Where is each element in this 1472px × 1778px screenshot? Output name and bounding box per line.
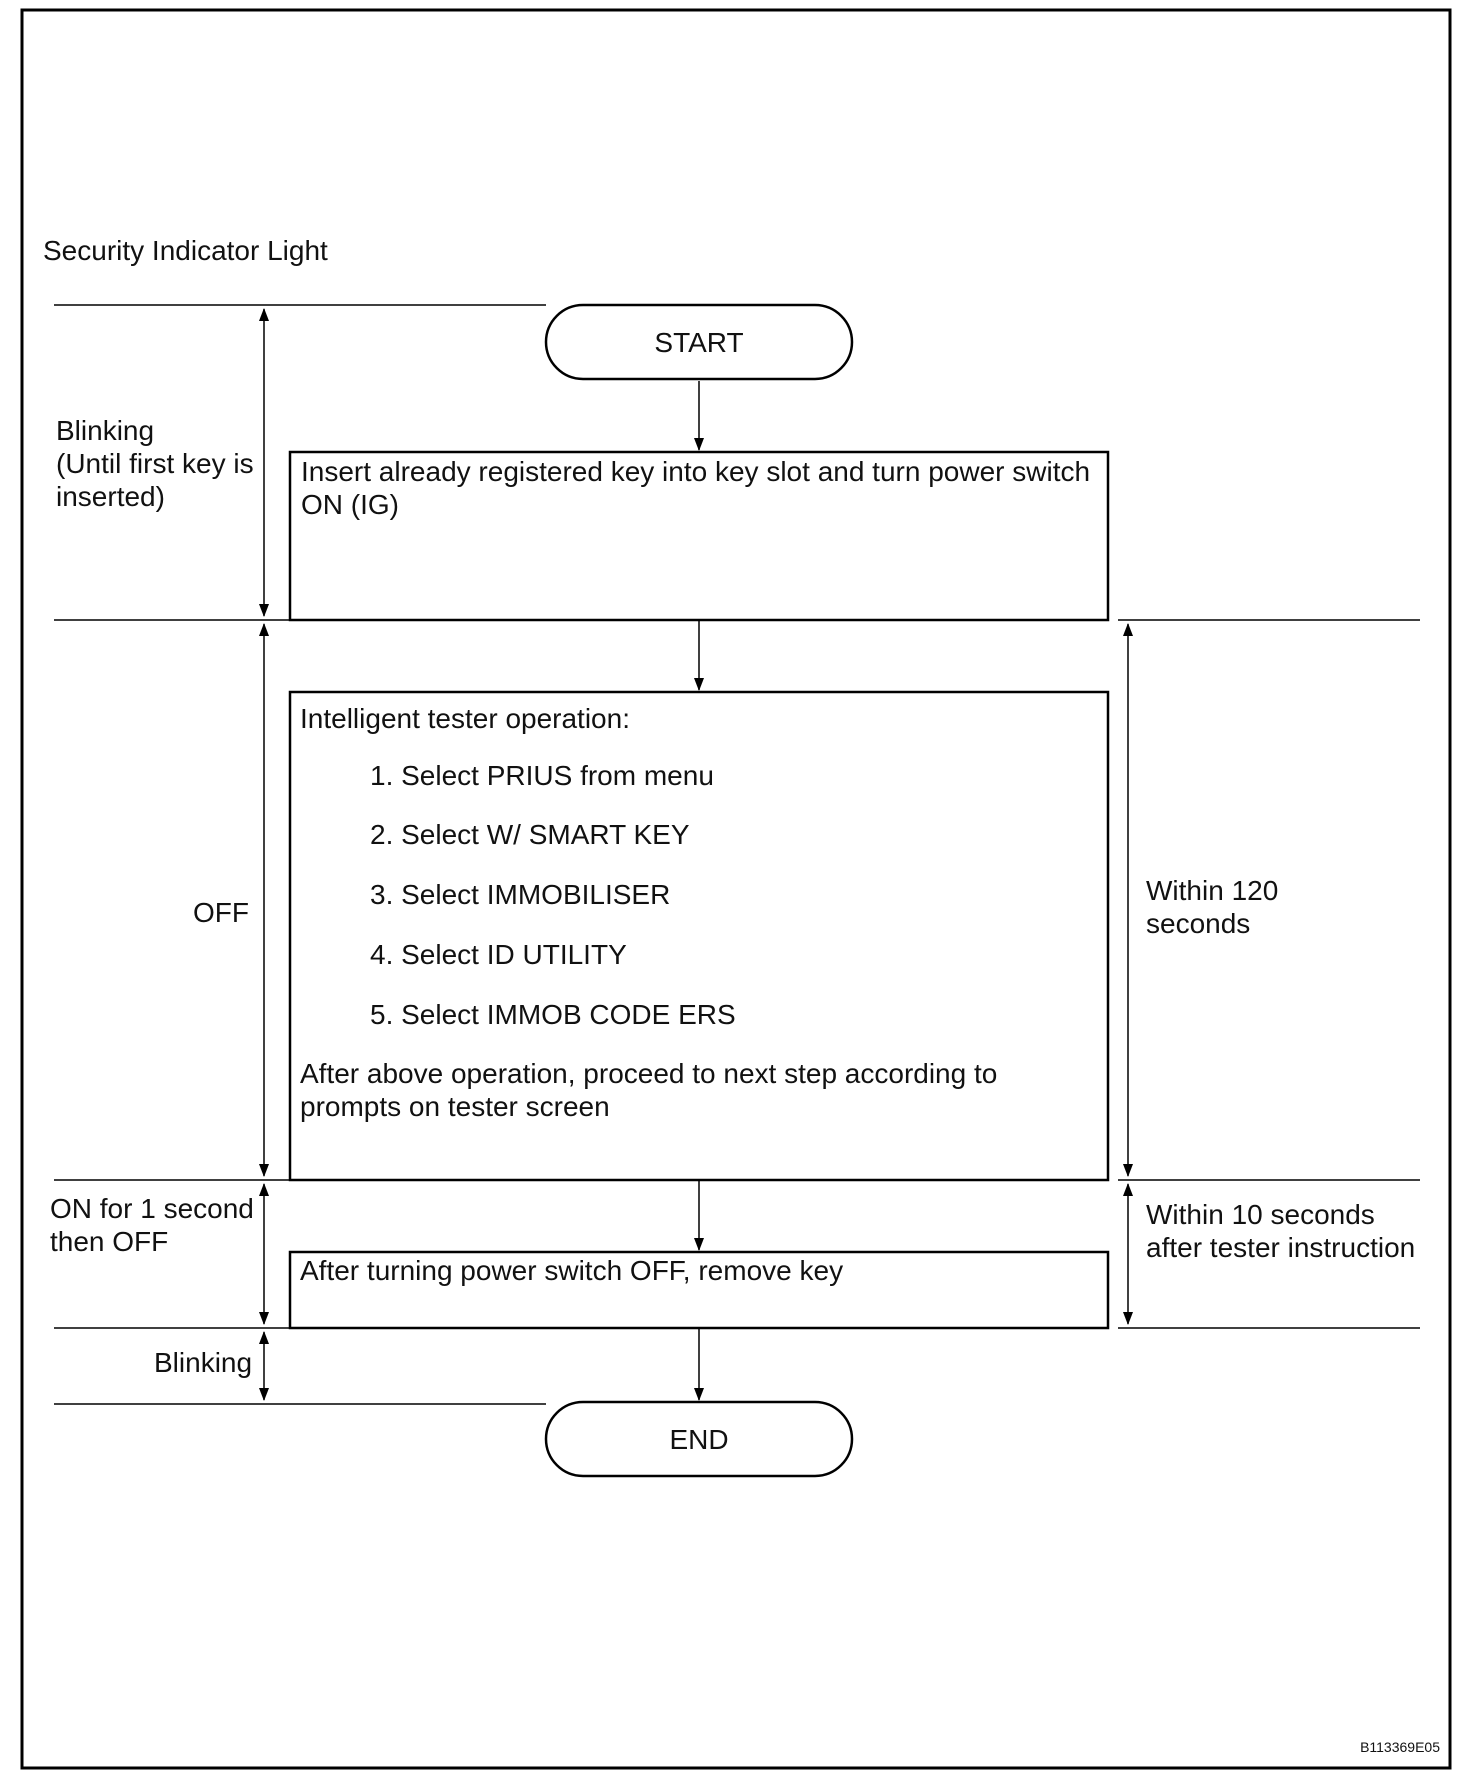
step2-footer-line1: After above operation, proceed to next s… [300,1058,997,1089]
step2-heading: Intelligent tester operation: [300,703,630,734]
step2-item-4: 4. Select ID UTILITY [370,939,627,970]
step2-item-5: 5. Select IMMOB CODE ERS [370,999,736,1030]
step3-box [288,1250,1110,1330]
step1-text: Insert already registered key into key s… [301,456,1098,520]
blinking-1-line3: inserted) [56,481,165,512]
step3-line1: After turning power switch OFF, remove k… [300,1255,843,1286]
within120-line2: seconds [1146,908,1250,939]
step2-footer: After above operation, proceed to next s… [300,1058,1005,1122]
step2-item-2: 2. Select W/ SMART KEY [370,819,690,850]
figure-code: B113369E05 [1360,1739,1440,1755]
end-terminator [544,1400,854,1478]
step1-box [288,450,1110,622]
step1-line2: ON (IG) [301,489,399,520]
end-label: END [669,1424,728,1455]
step1-line1: Insert already registered key into key s… [301,456,1090,487]
blinking-1-label: Blinking (Until first key is inserted) [56,415,261,512]
start-label: START [654,327,743,358]
outer-frame [20,8,1452,1770]
start-terminator [544,303,854,381]
off-label: OFF [193,897,249,928]
within120-line1: Within 120 [1146,875,1278,906]
blinking-2-label: Blinking [154,1347,252,1378]
on-label: ON for 1 second then OFF [50,1193,262,1257]
side-title: Security Indicator Light [43,235,328,266]
blinking-1-line2: (Until first key is [56,448,254,479]
within120-label: Within 120 seconds [1146,875,1286,939]
step2-footer-line2: prompts on tester screen [300,1091,610,1122]
on-line1: ON for 1 second [50,1193,254,1224]
step2-box [288,690,1110,1182]
within10-line1: Within 10 seconds [1146,1199,1375,1230]
on-line2: then OFF [50,1226,168,1257]
within10-label: Within 10 seconds after tester instructi… [1146,1199,1415,1263]
step2-item-3: 3. Select IMMOBILISER [370,879,670,910]
within10-line2: after tester instruction [1146,1232,1415,1263]
blinking-1-line1: Blinking [56,415,154,446]
step2-item-1: 1. Select PRIUS from menu [370,760,714,791]
